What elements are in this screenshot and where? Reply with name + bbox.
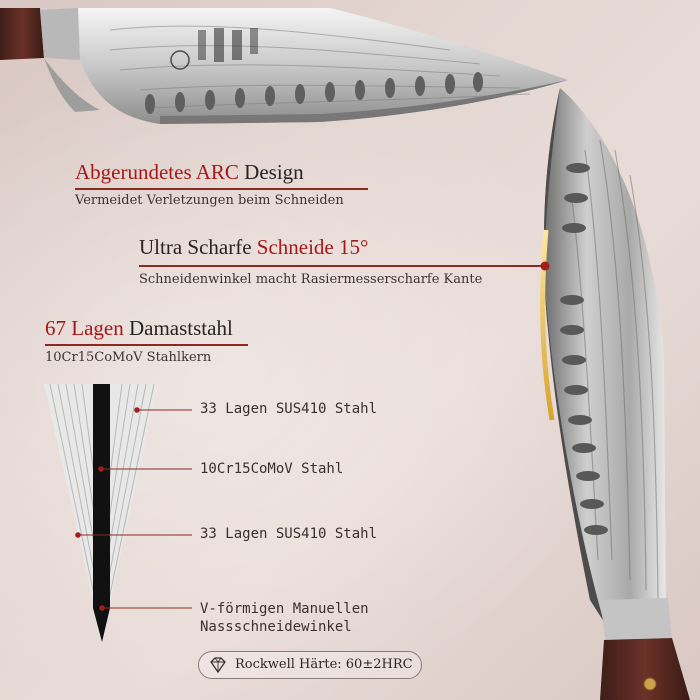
pointer-dot (540, 261, 550, 271)
feature-subtitle: Vermeidet Verletzungen beim Schneiden (75, 193, 344, 208)
layer-label-outer: 33 Lagen SUS410 Stahl (200, 526, 378, 542)
hardness-label: Rockwell Härte: 60±2HRC (235, 657, 413, 672)
layer-label-core: 10Cr15CoMoV Stahl (200, 461, 344, 477)
feature-subtitle: 10Cr15CoMoV Stahlkern (45, 350, 212, 365)
feature-heading-rest: Design (238, 160, 304, 184)
layer-label-outer: 33 Lagen SUS410 Stahl (200, 401, 378, 417)
feature-subtitle: Schneidenwinkel macht Rasiermesserscharf… (139, 272, 483, 287)
feature-heading-lead: Ultra Scharfe (139, 235, 257, 259)
feature-heading-highlight: Abgerundetes ARC (75, 160, 239, 184)
layer-label-edge: V-förmigen Manuellen Nassschneidewinkel (200, 601, 369, 635)
feature-divider (45, 344, 248, 346)
feature-heading-highlight: Schneide 15° (256, 235, 369, 259)
feature-divider-pointer (139, 265, 543, 267)
diamond-icon (210, 657, 226, 674)
feature-heading-edge: Ultra Scharfe Schneide 15° (139, 235, 368, 260)
feature-heading-highlight: 67 Lagen (45, 316, 124, 340)
feature-heading-arc: Abgerundetes ARC Design (75, 160, 304, 185)
feature-heading-damascus: 67 Lagen Damaststahl (45, 316, 233, 341)
feature-heading-rest: Damaststahl (123, 316, 233, 340)
steel-layer-diagram (44, 383, 192, 642)
hardness-badge: Rockwell Härte: 60±2HRC (198, 651, 422, 679)
feature-divider (75, 188, 368, 190)
